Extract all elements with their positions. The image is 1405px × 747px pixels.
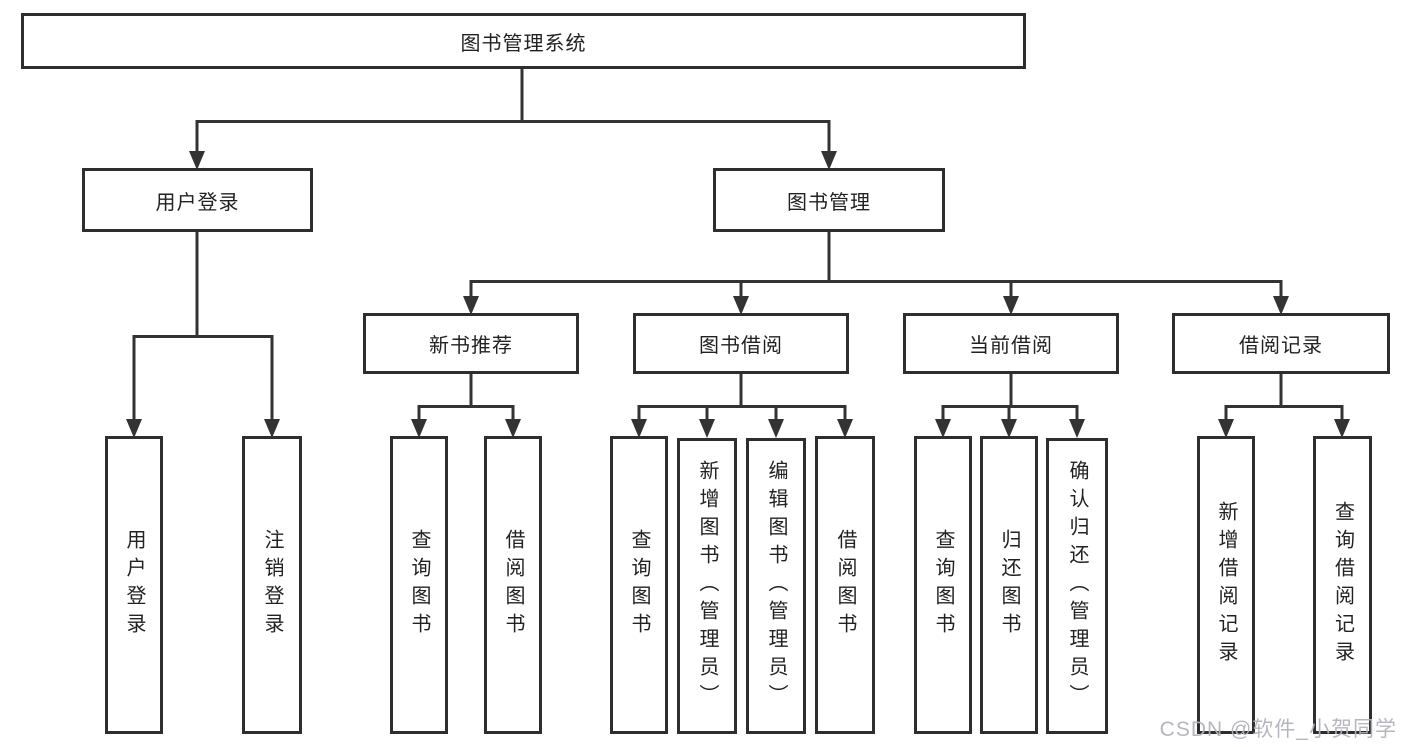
leaf-borrow-book-1: 借阅图书 <box>484 436 542 734</box>
node-label: 归还图书 <box>998 529 1020 641</box>
node-book-management-group: 图书管理 <box>713 168 945 232</box>
connector-lines <box>132 69 1344 419</box>
node-new-book-recommend: 新书推荐 <box>363 313 579 374</box>
node-label: 查询借阅记录 <box>1331 501 1354 669</box>
leaf-query-book-3: 查询图书 <box>914 436 972 734</box>
node-label: 图书管理 <box>787 191 871 214</box>
leaf-edit-book-admin: 编辑图书（管理员） <box>746 438 806 734</box>
node-label: 查询图书 <box>628 529 650 641</box>
node-user-login-group: 用户登录 <box>82 168 313 232</box>
leaf-borrow-book-2: 借阅图书 <box>815 436 875 734</box>
node-label: 确认归还（管理员） <box>1066 460 1088 712</box>
node-label: 编辑图书（管理员） <box>765 460 787 712</box>
node-label: 查询图书 <box>408 529 430 641</box>
leaf-query-book-1: 查询图书 <box>390 436 448 734</box>
node-label: 新增图书（管理员） <box>696 460 718 712</box>
node-label: 借阅图书 <box>834 529 856 641</box>
node-borrow-records: 借阅记录 <box>1172 313 1390 374</box>
node-label: 借阅图书 <box>502 529 524 641</box>
node-label: 查询图书 <box>932 529 954 641</box>
node-current-borrow: 当前借阅 <box>903 313 1119 374</box>
leaf-confirm-return-admin: 确认归还（管理员） <box>1046 438 1108 734</box>
node-label: 用户登录 <box>123 529 145 641</box>
csdn-watermark: CSDN @软件_小贺同学 <box>1159 718 1397 741</box>
node-label: 借阅记录 <box>1239 335 1323 357</box>
node-label: 新书推荐 <box>429 335 513 357</box>
node-label: 当前借阅 <box>969 335 1053 357</box>
leaf-query-book-2: 查询图书 <box>610 436 668 734</box>
node-label: 新增借阅记录 <box>1215 501 1237 669</box>
node-label: 图书借阅 <box>699 335 783 357</box>
node-label: 图书管理系统 <box>460 32 587 55</box>
node-book-borrow: 图书借阅 <box>633 313 849 374</box>
leaf-return-book: 归还图书 <box>980 436 1038 734</box>
leaf-user-login: 用户登录 <box>105 436 163 734</box>
node-label: 注销登录 <box>261 529 283 641</box>
leaf-add-borrow-record: 新增借阅记录 <box>1197 436 1255 734</box>
node-label: 用户登录 <box>155 191 240 214</box>
leaf-query-borrow-record: 查询借阅记录 <box>1313 436 1372 734</box>
leaf-add-book-admin: 新增图书（管理员） <box>677 438 737 734</box>
leaf-logout: 注销登录 <box>242 436 302 734</box>
node-book-management-system: 图书管理系统 <box>21 13 1026 69</box>
